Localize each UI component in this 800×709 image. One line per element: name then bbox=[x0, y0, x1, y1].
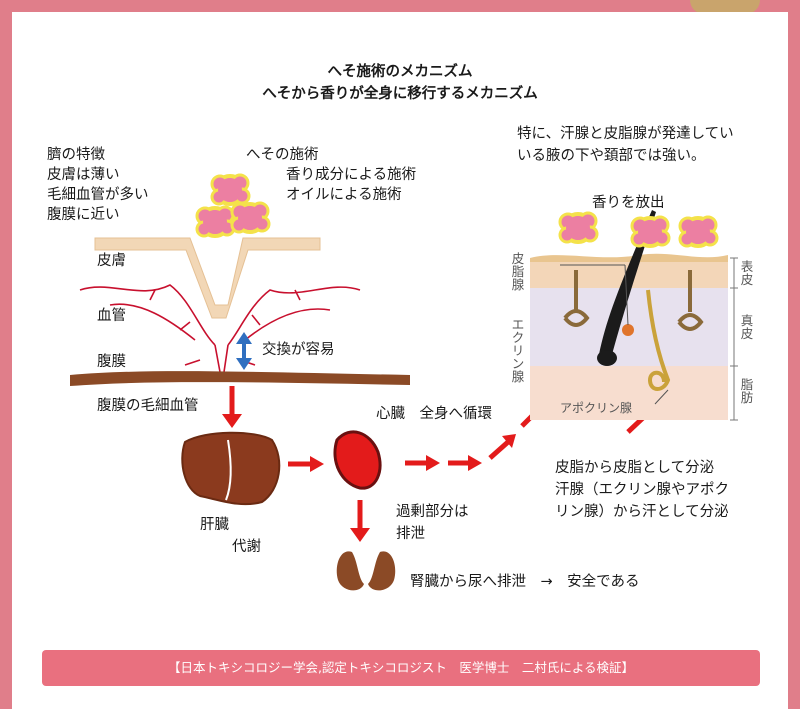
heart-icon bbox=[335, 432, 380, 488]
title-line-2: へそから香りが全身に移行するメカニズム bbox=[0, 84, 800, 104]
navel-feature-item: 毛細血管が多い bbox=[47, 185, 149, 205]
right-note-line-2: いる腋の下や頚部では強い。 bbox=[517, 146, 706, 166]
secretion-line-2: 汗腺（エクリン腺やアポク bbox=[555, 480, 729, 500]
right-note-line-1: 特に、汗腺と皮脂腺が発達してい bbox=[517, 124, 734, 144]
arrow-to-liver bbox=[222, 386, 242, 428]
heart-label: 心臓 全身へ循環 bbox=[376, 404, 492, 424]
navel-features-heading: 臍の特徴 bbox=[47, 145, 105, 165]
arrow-liver-heart bbox=[288, 456, 324, 472]
aroma-cloud-icon bbox=[197, 175, 269, 236]
dermis-label: 真皮 bbox=[740, 314, 754, 340]
vessel-label: 血管 bbox=[97, 306, 126, 326]
skin-label: 皮膚 bbox=[97, 251, 126, 271]
liver-label: 肝臓 bbox=[200, 515, 229, 535]
eccrine-gland-label: エクリン腺 bbox=[511, 318, 525, 383]
metabolism-label: 代謝 bbox=[232, 537, 261, 557]
peritoneum-layer bbox=[70, 371, 410, 386]
verification-banner: 【日本トキシコロジー学会,認定トキシコロジスト 医学博士 二村氏による検証】 bbox=[42, 650, 760, 686]
navel-treatment-heading: へその施術 bbox=[246, 145, 319, 165]
exchange-arrow-icon bbox=[236, 332, 252, 370]
arrow-to-kidney bbox=[350, 500, 370, 542]
kidney-icon bbox=[337, 551, 395, 590]
epidermis-label: 表皮 bbox=[740, 260, 754, 286]
apocrine-gland-label: アポクリン腺 bbox=[560, 398, 632, 418]
release-label: 香りを放出 bbox=[592, 193, 665, 213]
fat-label: 脂肪 bbox=[740, 378, 754, 404]
kidney-label: 腎臓から尿へ排泄 → 安全である bbox=[410, 572, 640, 592]
navel-feature-item: 腹膜に近い bbox=[47, 205, 120, 225]
capillaries-label: 腹膜の毛細血管 bbox=[97, 396, 199, 416]
navel-treatment-item: 香り成分による施術 bbox=[286, 165, 416, 185]
navel-treatment-item: オイルによる施術 bbox=[286, 185, 402, 205]
sebaceous-gland-label: 皮脂腺 bbox=[511, 252, 525, 291]
exchange-label: 交換が容易 bbox=[262, 340, 335, 360]
navel-feature-item: 皮膚は薄い bbox=[47, 165, 120, 185]
peritoneum-label: 腹膜 bbox=[97, 352, 126, 372]
secretion-line-1: 皮脂から皮脂として分泌 bbox=[555, 458, 714, 478]
aroma-cloud-icon bbox=[560, 213, 717, 246]
skin-layer bbox=[95, 238, 320, 318]
excess-label-2: 排泄 bbox=[396, 524, 425, 544]
title-line-1: へそ施術のメカニズム bbox=[0, 62, 800, 82]
excess-label-1: 過剰部分は bbox=[396, 502, 469, 522]
secretion-line-3: リン腺）から汗として分泌 bbox=[555, 502, 729, 522]
